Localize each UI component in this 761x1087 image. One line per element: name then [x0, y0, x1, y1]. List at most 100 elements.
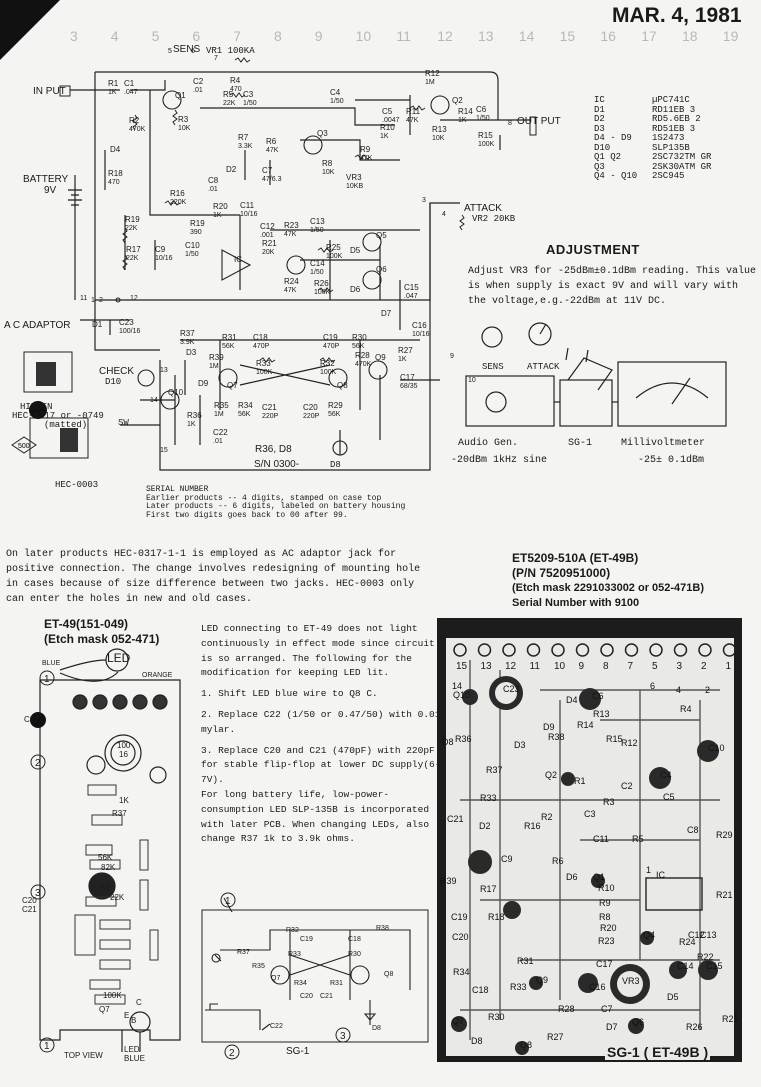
- pcb-pad: [722, 643, 737, 657]
- ac-jack-note: On later products HEC-0317-1-1 is employ…: [6, 549, 421, 605]
- component-ref-label: C16: [412, 321, 427, 330]
- ruler-number: 4: [110, 28, 119, 44]
- board-part-label: Q7: [99, 1005, 110, 1014]
- component-ref-label: VR3: [346, 173, 362, 182]
- board-part-label: 56K: [98, 853, 113, 862]
- component-ref-label: Q7: [227, 381, 238, 390]
- pcb-part-label: R5: [632, 834, 644, 844]
- component-ref-label: R23: [284, 221, 299, 230]
- pcb-part-label: C9: [501, 854, 513, 864]
- pcb-part-label: D7: [606, 1022, 618, 1032]
- component-value-label: 1/50: [476, 115, 490, 122]
- component-value-label: 22K: [223, 100, 236, 107]
- ruler-number: 11: [396, 28, 411, 44]
- millivoltmeter-label: Millivoltmeter: [621, 438, 706, 449]
- ruler-number: 3: [70, 28, 78, 44]
- component-ref-label: Q10: [168, 388, 184, 397]
- pcb-part-label: R39: [440, 876, 457, 886]
- pcb-part-label: D8: [471, 1036, 483, 1046]
- pcb-part-label: C13: [700, 930, 717, 940]
- component-value-label: .01: [213, 438, 223, 445]
- pcb-part-label: Q4: [643, 930, 655, 940]
- part-value: RD5.6EB 2: [652, 114, 701, 124]
- pcb-part-label: R1: [574, 776, 586, 786]
- component-value-label: 47K: [266, 147, 279, 154]
- component-value-label: .01: [208, 186, 218, 193]
- hec-0003-label: HEC-0003: [55, 480, 99, 490]
- pcb-part-label: R34: [453, 967, 470, 977]
- component-ref-label: R32: [320, 359, 335, 368]
- component-value-label: 47K: [284, 231, 297, 238]
- component-value-label: .047: [404, 293, 418, 300]
- check-label: CHECK: [99, 366, 135, 377]
- pcb-part-label: R27: [547, 1032, 564, 1042]
- terminal-number: 6: [191, 48, 195, 55]
- pcb-pad: [649, 643, 663, 657]
- pcb-part-label: D3: [514, 740, 526, 750]
- board-part-label: R37: [112, 809, 127, 818]
- pcb-pad-number: 9: [579, 661, 585, 672]
- pcb-footer-label: SG-1 ( ET-49B ): [605, 1044, 711, 1060]
- sw-label: SW: [118, 418, 129, 428]
- component-value-label: 56K: [222, 343, 235, 350]
- terminal-number: 2: [99, 297, 103, 304]
- pcb-part-label: 4: [676, 685, 681, 695]
- pcb-part-label: Q2: [545, 770, 557, 780]
- component-value-label: 1/50: [330, 98, 344, 105]
- component-value-label: 470P: [323, 343, 340, 350]
- terminal-number: 5: [168, 48, 172, 55]
- svg-text:2: 2: [35, 758, 41, 769]
- component-ref-label: R18: [108, 169, 123, 178]
- led-modification-text: LED connecting to ET-49 does not light c…: [201, 622, 441, 847]
- component-ref-label: D2: [226, 165, 237, 174]
- pcb-pad-number: 2: [701, 661, 707, 672]
- component-value-label: 390: [190, 229, 202, 236]
- component-value-label: 1/50: [310, 227, 324, 234]
- component-ref-label: R36: [187, 411, 202, 420]
- page-date: MAR. 4, 1981: [612, 4, 742, 27]
- component-value-label: 47K: [284, 287, 297, 294]
- component-ref-label: C9: [155, 245, 166, 254]
- pcb-part-label: C2: [621, 781, 633, 791]
- component-ref-label: R33: [256, 359, 271, 368]
- part-value: 1S2473: [652, 133, 685, 143]
- pcb-pad-number: 13: [481, 661, 493, 672]
- part-ref: D1: [594, 104, 605, 115]
- pcb-part-label: D2: [479, 821, 491, 831]
- pcb-pad-number: 15: [456, 661, 468, 672]
- component-ref-label: D9: [198, 379, 209, 388]
- sg1-part-label: R35: [252, 963, 265, 970]
- page-corner-fold: [0, 0, 60, 60]
- component-value-label: 56K: [352, 343, 365, 350]
- terminal-number: 8: [508, 120, 512, 127]
- pcb-part-label: D6: [566, 872, 578, 882]
- pcb-pad: [551, 643, 565, 657]
- sg1-part-label: R38: [376, 925, 389, 932]
- component-ref-label: R24: [284, 277, 299, 286]
- component-ref-label: R1: [108, 79, 119, 88]
- pcb-part-label: Q10: [453, 690, 470, 700]
- pcb-pad-number: 5: [652, 661, 658, 672]
- component-ref-label: R5: [223, 90, 234, 99]
- component-ref-label: R15: [478, 131, 493, 140]
- component-ref-label: C13: [310, 217, 325, 226]
- board-part-label: B: [131, 1016, 136, 1025]
- pcb-part-label: C16: [589, 982, 606, 992]
- component-ref-label: R30: [352, 333, 367, 342]
- pcb-pad: [673, 643, 688, 657]
- ruler-number: 17: [641, 28, 657, 44]
- pcb-pad-number: 8: [603, 661, 609, 672]
- pcb-part-label: C19: [451, 912, 468, 922]
- component-value-label: 100K: [256, 369, 273, 376]
- component-value-label: 3.3K: [238, 143, 253, 150]
- top-view-label: TOP VIEW: [64, 1051, 103, 1060]
- pcb-part-label: R3: [603, 797, 615, 807]
- component-ref-label: C2: [193, 77, 204, 86]
- component-ref-label: R16: [170, 189, 185, 198]
- component-value-label: 1K: [398, 356, 407, 363]
- sg1-part-label: Q7: [271, 975, 280, 982]
- component-ref-label: C14: [310, 259, 325, 268]
- mod-step-1: 1. Shift LED blue wire to Q8 C.: [201, 688, 378, 700]
- et5209-etch-mask: (Etch mask 2291033002 or 052-471B): [512, 582, 705, 594]
- component-ref-label: D7: [381, 309, 392, 318]
